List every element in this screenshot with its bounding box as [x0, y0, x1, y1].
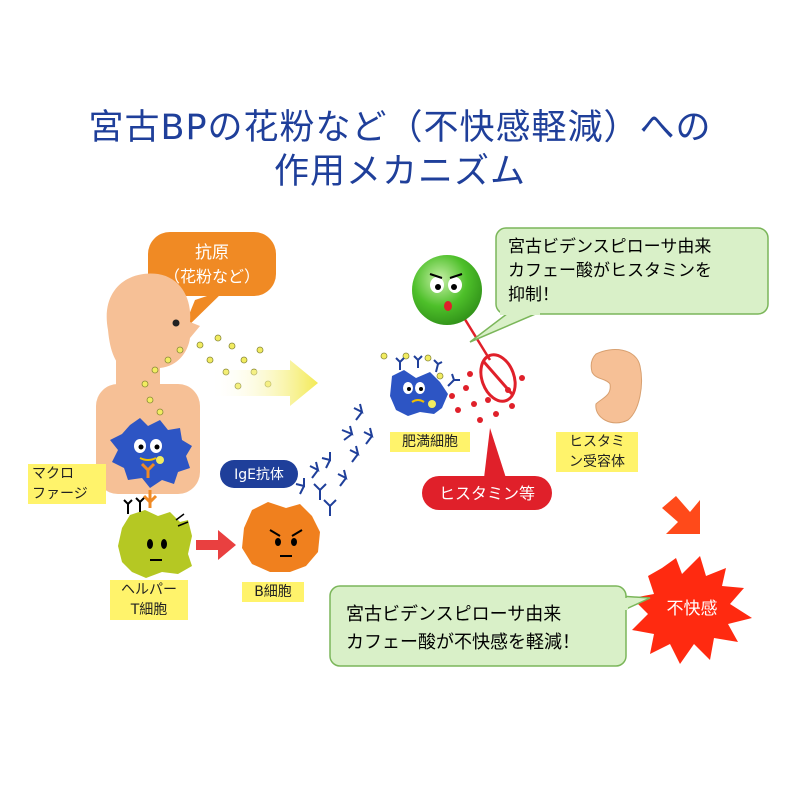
receptor-label-line2: ン受容体: [569, 454, 625, 470]
antigen-label-line2: （花粉など）: [164, 267, 260, 286]
ige-label: IgE抗体: [234, 467, 284, 483]
b-cell-label: B細胞: [242, 582, 304, 602]
human-eye: [172, 319, 180, 327]
presentation-link: [142, 490, 158, 508]
diagram-title-line1: 宮古BPの花粉など（不快感軽減）への: [88, 108, 712, 148]
mast-cell: [390, 355, 460, 416]
inhibition-circle: [479, 353, 517, 403]
antigen-label-line1: 抗原: [195, 243, 229, 263]
histamine-label: ヒスタミン等: [439, 484, 535, 503]
helper-t-label-line2: T細胞: [130, 602, 168, 618]
ige-antibodies: [295, 403, 374, 516]
discomfort-arrow: [662, 496, 700, 534]
caffeic-acid-ball: [412, 255, 482, 325]
histamine-badge: ヒスタミン等: [422, 428, 552, 510]
effect-bubble-top: 宮古ビデンスピローサ由来 カフェー酸がヒスタミンを 抑制！: [469, 227, 769, 343]
effect-top-line3: 抑制！: [508, 285, 559, 305]
helper-t-label-line1: ヘルパー: [121, 582, 177, 598]
ige-antibody-badge: IgE抗体: [220, 460, 298, 488]
effect-bubble-bottom: 宮古ビデンスピローサ由来 カフェー酸が不快感を軽減！: [329, 585, 651, 667]
histamine-receptor-label: ヒスタミ ン受容体: [556, 432, 638, 472]
effect-bottom-line1: 宮古ビデンスピローサ由来: [346, 604, 561, 625]
activation-arrow: [196, 530, 236, 560]
macrophage-cell: [110, 418, 192, 488]
effect-top-line2: カフェー酸がヒスタミンを: [508, 261, 712, 281]
macrophage-label: マクロ ファージ: [28, 464, 106, 504]
histamine-receptor: [590, 349, 642, 424]
helper-t-label: ヘルパー T細胞: [110, 580, 188, 620]
macrophage-label-line1: マクロ: [32, 466, 74, 482]
receptor-label-line1: ヒスタミ: [569, 434, 625, 450]
discomfort-burst: 不快感: [632, 556, 752, 664]
diagram-title-line2: 作用メカニズム: [273, 152, 526, 192]
antigen-bubble: 抗原 （花粉など）: [148, 232, 276, 332]
pollen-particles-body: [141, 346, 184, 416]
macrophage-label-line2: ファージ: [32, 486, 88, 502]
inhibition-slash: [482, 361, 514, 395]
helper-t-cell: [118, 497, 192, 578]
effect-top-line1: 宮古ビデンスピローサ由来: [508, 236, 711, 257]
inhalation-arrow: [210, 360, 318, 406]
discomfort-label: 不快感: [667, 599, 718, 619]
b-cell: [242, 502, 320, 572]
effect-bottom-line2: カフェー酸が不快感を軽減！: [346, 632, 580, 653]
mast-cell-label: 肥満細胞: [390, 432, 470, 452]
